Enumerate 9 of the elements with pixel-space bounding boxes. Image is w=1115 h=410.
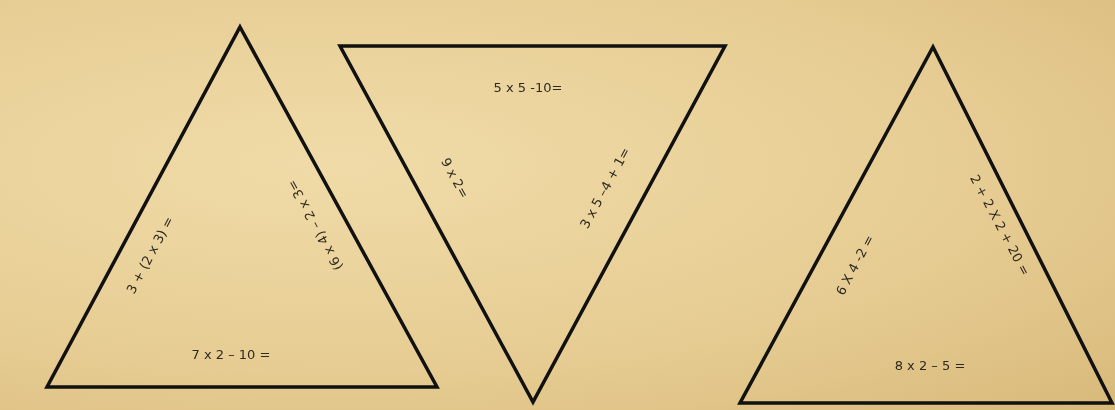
equation-text: 5 x 5 -10= xyxy=(493,80,563,94)
equation-text: 2 + 2 X 2 + 20 = xyxy=(968,172,1032,278)
equation-text: 7 x 2 – 10 = xyxy=(191,347,271,361)
equation-text: 3 + (2 x 3) = xyxy=(124,214,176,296)
equation-text: 3 x 5 –4 + 1= xyxy=(577,145,633,231)
equation-text: 8 x 2 – 5 = xyxy=(894,358,966,372)
equation-text: 9 x 2= xyxy=(438,155,472,201)
equation-text: 6 X 4 -2 = xyxy=(833,232,877,298)
equation-text: (6 x 4) – 2 x 3= xyxy=(285,177,345,273)
